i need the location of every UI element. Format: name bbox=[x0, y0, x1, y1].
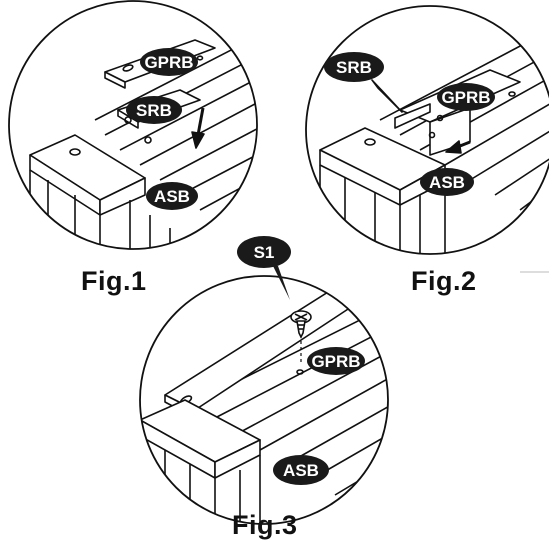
label-gprb: GPRB bbox=[307, 347, 365, 375]
label-asb: ASB bbox=[273, 455, 329, 485]
svg-text:GPRB: GPRB bbox=[441, 88, 490, 107]
label-gprb: GPRB bbox=[140, 48, 198, 76]
svg-text:ASB: ASB bbox=[429, 173, 465, 192]
figure-1-frame bbox=[8, 0, 258, 250]
label-s1: S1 bbox=[237, 236, 291, 300]
svg-text:ASB: ASB bbox=[283, 461, 319, 480]
figure-3-frame bbox=[139, 275, 389, 525]
figure-2: SRB GPRB ASB bbox=[305, 5, 549, 273]
figure-2-frame bbox=[305, 5, 549, 255]
figure-3-illustration bbox=[140, 276, 388, 524]
figure-2-caption: Fig.2 bbox=[411, 266, 477, 296]
label-srb: SRB bbox=[126, 96, 182, 124]
screw-icon bbox=[290, 310, 312, 339]
figure-3-caption: Fig.3 bbox=[232, 510, 298, 540]
label-asb: ASB bbox=[146, 182, 198, 210]
asb-part bbox=[319, 127, 446, 254]
asb-part bbox=[140, 399, 261, 524]
arrow-icon bbox=[445, 140, 471, 154]
svg-text:GPRB: GPRB bbox=[311, 352, 360, 371]
srb-part bbox=[394, 103, 431, 129]
label-asb: ASB bbox=[420, 168, 474, 196]
label-gprb: GPRB bbox=[437, 83, 495, 111]
svg-text:ASB: ASB bbox=[154, 187, 190, 206]
svg-text:SRB: SRB bbox=[336, 58, 372, 77]
arrow-icon bbox=[191, 107, 205, 149]
figure-3: S1 GPRB ASB bbox=[139, 236, 389, 525]
figure-1-caption: Fig.1 bbox=[81, 266, 147, 296]
svg-text:S1: S1 bbox=[254, 243, 275, 262]
svg-text:GPRB: GPRB bbox=[144, 53, 193, 72]
label-srb: SRB bbox=[324, 52, 384, 82]
figure-1: GPRB SRB ASB bbox=[8, 0, 258, 250]
srb-pointer bbox=[371, 79, 403, 113]
svg-text:SRB: SRB bbox=[136, 101, 172, 120]
